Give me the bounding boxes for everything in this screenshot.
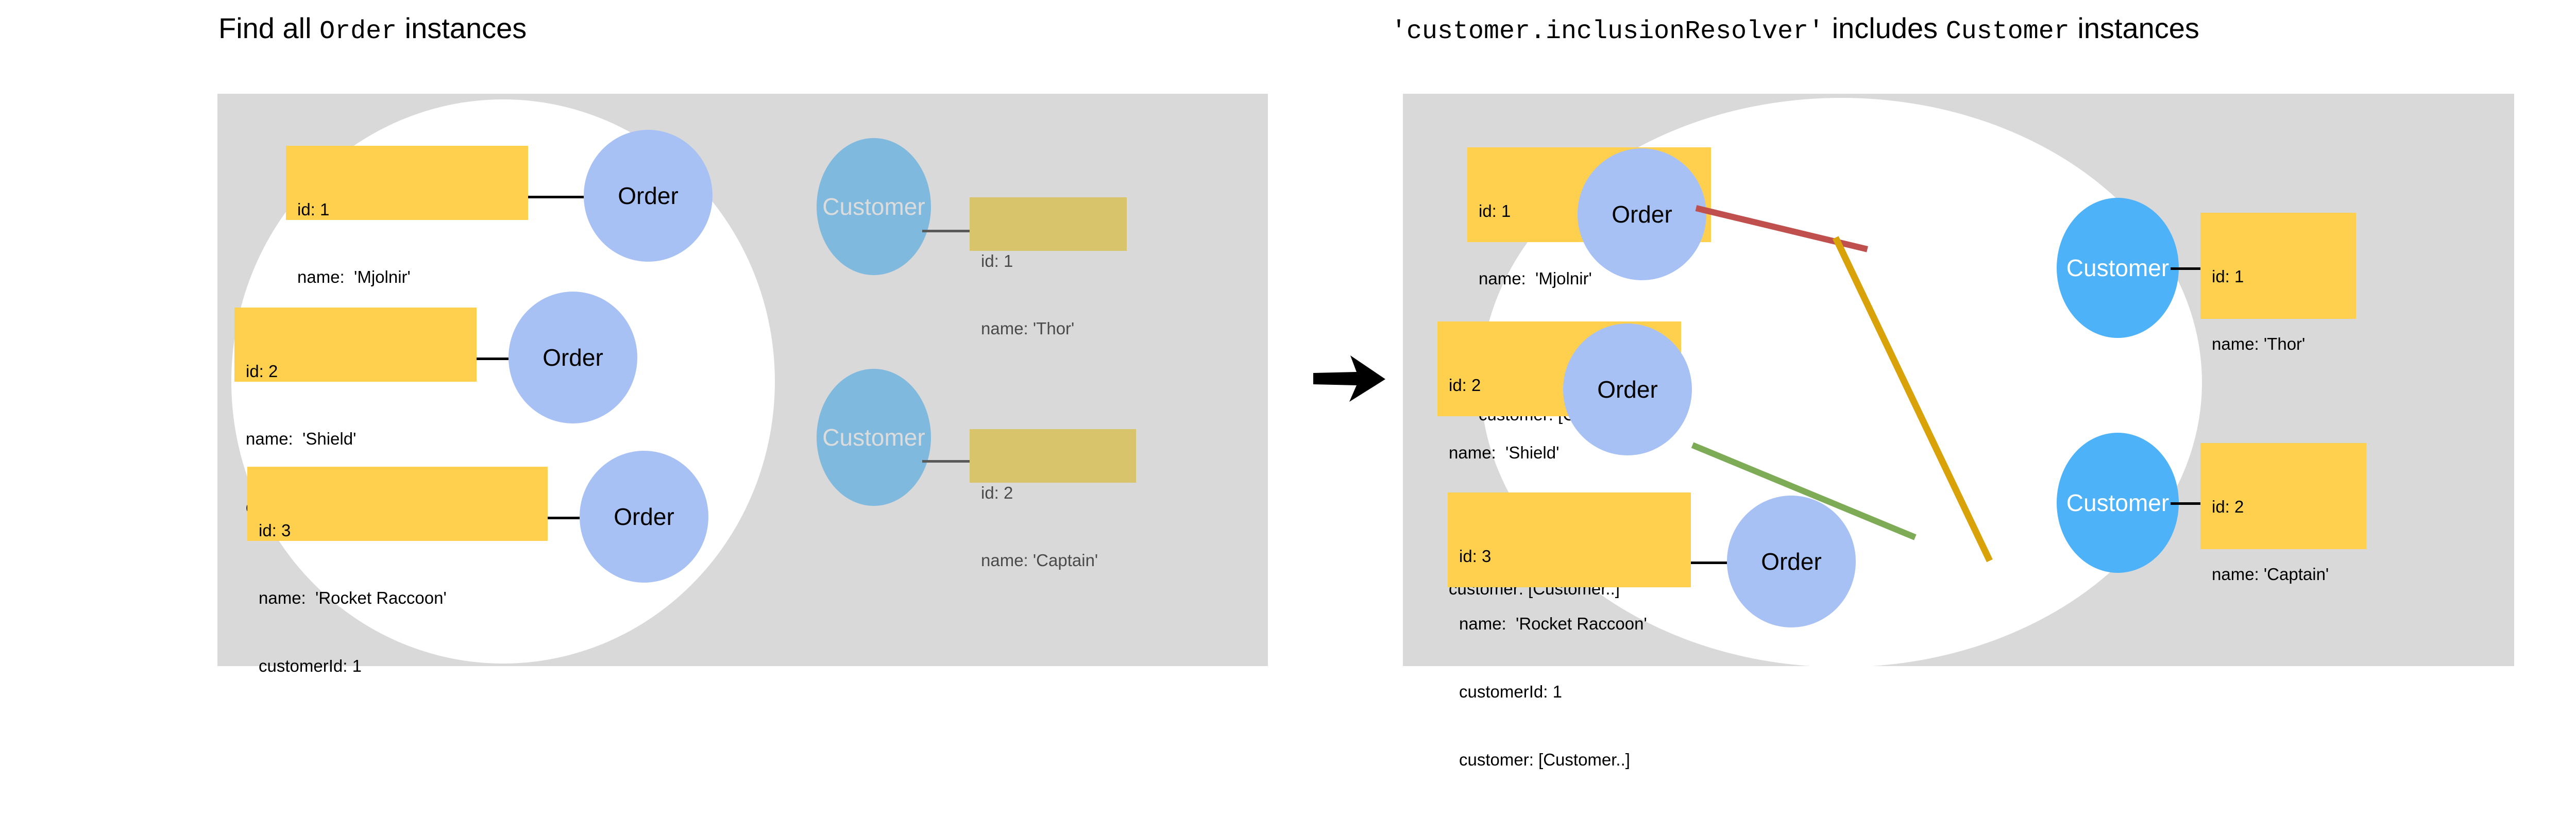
order-3-line-2: name: 'Rocket Raccoon' [259, 588, 447, 608]
right-panel-title: 'customer.inclusionResolver' includes Cu… [1391, 11, 2199, 46]
order-3-line-3: customerId: 1 [259, 656, 362, 675]
order-1-property-box: id: 1 name: 'Mjolnir' customerId: 1 [286, 146, 528, 354]
edge-r-order-3-box [1691, 562, 1727, 564]
r-customer-2-node-label: Customer [2066, 489, 2170, 516]
edge-order-2-box [477, 358, 509, 360]
edge-customer-1-box [922, 230, 970, 232]
r-order-3-line-3: customerId: 1 [1459, 682, 1562, 701]
r-order-2-node-label: Order [1597, 376, 1658, 403]
customer-1-property-box: id: 1 name: 'Thor' [970, 197, 1127, 338]
r-customer-2-property-box: id: 2 name: 'Captain' [2200, 443, 2366, 584]
customer-2-line-1: id: 2 [981, 483, 1013, 502]
customer-1-line-2: name: 'Thor' [981, 319, 1075, 338]
customer-1-line-1: id: 1 [981, 251, 1013, 270]
order-2-line-2: name: 'Shield' [246, 429, 357, 449]
order-2-line-1: id: 2 [246, 361, 278, 381]
r-customer-1-line-1: id: 1 [2212, 266, 2244, 286]
customer-2-property-box: id: 2 name: 'Captain' [970, 429, 1136, 570]
right-title-code-2: Customer [1945, 17, 2070, 46]
edge-customer-2-box [922, 460, 970, 463]
customer-1-node-label: Customer [822, 193, 925, 220]
r-customer-1-node-label: Customer [2066, 254, 2170, 281]
customer-1-node-dim[interactable]: Customer [817, 138, 931, 275]
customer-2-line-2: name: 'Captain' [981, 551, 1098, 570]
order-3-node-label: Order [614, 503, 674, 530]
r-order-3-line-2: name: 'Rocket Raccoon' [1459, 614, 1647, 634]
r-customer-2-line-2: name: 'Captain' [2212, 565, 2329, 584]
left-title-suffix: instances [397, 12, 527, 44]
r-order-3-property-box: id: 3 name: 'Rocket Raccoon' customerId:… [1448, 492, 1691, 769]
order-1-line-2: name: 'Mjolnir' [297, 267, 411, 287]
left-title-prefix: Find all [218, 12, 320, 44]
r-order-2-line-1: id: 2 [1449, 375, 1481, 395]
left-panel-title: Find all Order instances [218, 11, 527, 46]
order-2-node[interactable]: Order [509, 292, 637, 423]
right-title-code-1: 'customer.inclusionResolver' [1391, 17, 1824, 46]
r-customer-2-line-1: id: 2 [2212, 497, 2244, 516]
diagram-stage: Find all Order instances 'customer.inclu… [217, 11, 2514, 769]
r-customer-1-property-box: id: 1 name: 'Thor' [2200, 213, 2356, 353]
order-3-line-1: id: 3 [259, 520, 291, 540]
r-order-3-node[interactable]: Order [1727, 496, 1856, 627]
edge-order-3-box [548, 517, 580, 519]
edge-r-customer-1-box [2171, 267, 2200, 270]
r-order-1-line-1: id: 1 [1479, 201, 1511, 220]
order-3-node[interactable]: Order [580, 451, 708, 583]
flow-arrow-icon [1313, 355, 1385, 402]
edge-r-customer-2-box [2171, 502, 2200, 505]
r-order-1-node[interactable]: Order [1578, 148, 1706, 280]
order-1-node-label: Order [618, 182, 679, 209]
r-order-1-line-2: name: 'Mjolnir' [1479, 269, 1592, 288]
r-order-3-line-4: customer: [Customer..] [1459, 750, 1630, 769]
r-customer-1-line-2: name: 'Thor' [2212, 334, 2306, 354]
r-order-3-node-label: Order [1761, 548, 1822, 575]
r-customer-1-node[interactable]: Customer [2057, 198, 2179, 338]
r-order-3-line-1: id: 3 [1459, 546, 1492, 566]
order-2-property-box: id: 2 name: 'Shield' customerId: 2 [234, 308, 477, 516]
r-order-1-node-label: Order [1612, 201, 1672, 228]
order-2-node-label: Order [543, 344, 603, 371]
r-customer-2-node[interactable]: Customer [2057, 433, 2179, 573]
customer-2-node-label: Customer [822, 424, 925, 451]
right-title-suffix: instances [2069, 12, 2199, 44]
r-order-2-line-2: name: 'Shield' [1449, 443, 1560, 463]
right-title-middle: includes [1824, 12, 1946, 44]
order-3-property-box: id: 3 name: 'Rocket Raccoon' customerId:… [247, 467, 548, 675]
r-order-2-node[interactable]: Order [1563, 324, 1692, 455]
edge-order-1-box [528, 196, 584, 198]
order-1-line-1: id: 1 [297, 199, 330, 219]
left-title-code: Order [319, 17, 397, 46]
customer-2-node-dim[interactable]: Customer [817, 369, 931, 506]
order-1-node[interactable]: Order [584, 130, 713, 262]
